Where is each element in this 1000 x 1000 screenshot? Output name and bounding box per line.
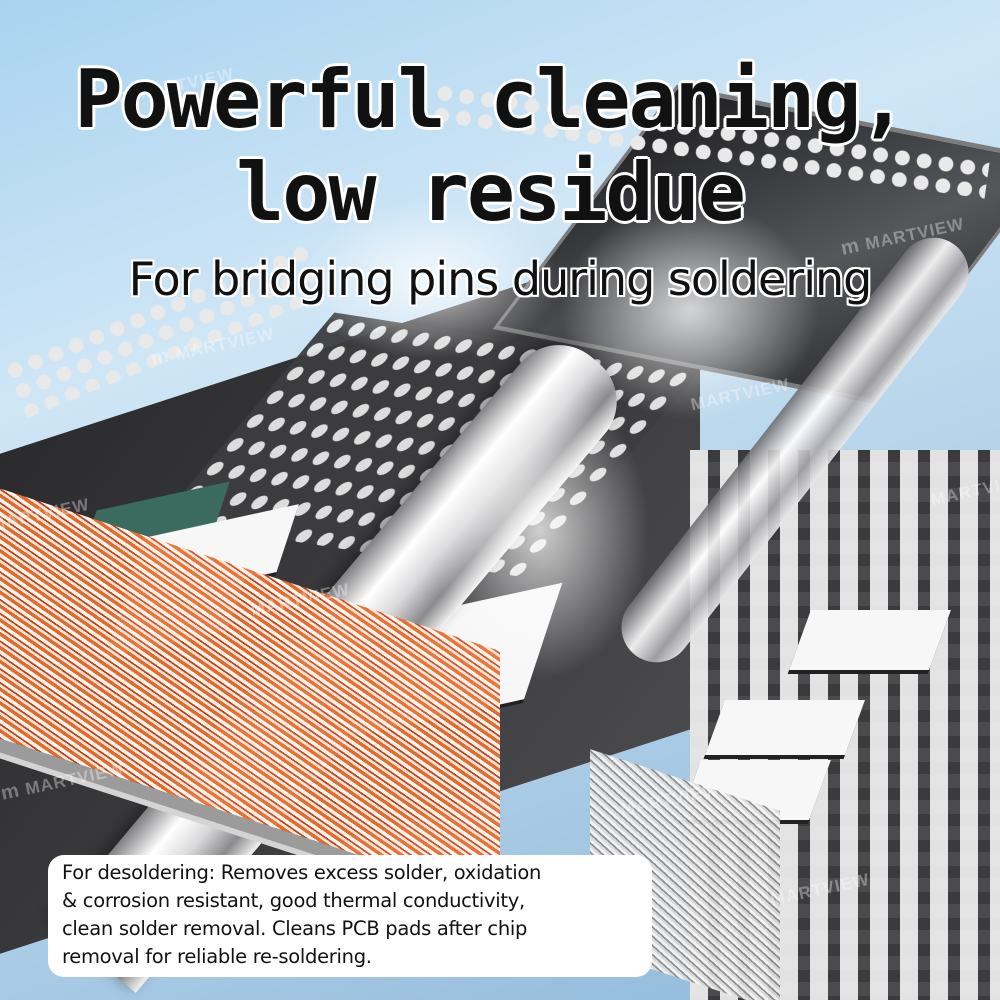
- m-logo-icon: m: [0, 779, 22, 805]
- subheadline: For bridging pins during soldering: [128, 252, 873, 306]
- description-line: clean solder removal. Cleans PCB pads af…: [62, 917, 528, 940]
- smoke-effect: [300, 200, 560, 360]
- description-line: & corrosion resistant, good thermal cond…: [62, 889, 525, 912]
- headline-line-1: Powerful cleaning,: [74, 53, 908, 146]
- description-line: removal for reliable re-soldering.: [62, 945, 372, 968]
- white-pad: [704, 700, 866, 755]
- smoke-effect: [430, 380, 650, 680]
- smoke-effect: [560, 200, 820, 420]
- white-pad: [789, 610, 951, 670]
- description-card: For desoldering: Removes excess solder, …: [48, 855, 652, 977]
- headline-line-2: low residue: [236, 146, 746, 239]
- m-logo-icon: m: [148, 344, 172, 370]
- description-line: For desoldering: Removes excess solder, …: [62, 861, 542, 884]
